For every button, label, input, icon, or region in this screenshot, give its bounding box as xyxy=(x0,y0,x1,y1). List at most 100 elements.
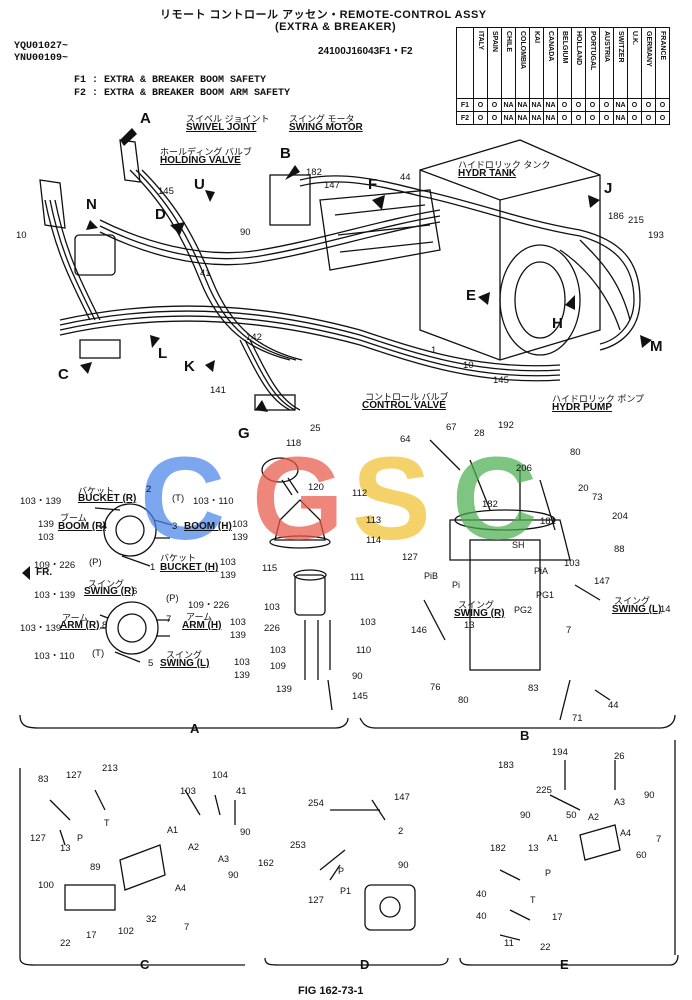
part-number-label: 89 xyxy=(90,862,101,873)
table-cell: O xyxy=(627,98,642,112)
part-number-label: 80 xyxy=(570,447,581,458)
part-number-label: 204 xyxy=(612,511,628,522)
table-cell: O xyxy=(571,111,586,125)
callout-c: C xyxy=(58,366,69,383)
swivel-joint-label: SWIVEL JOINT xyxy=(186,122,257,133)
part-number-label: 103・110 xyxy=(193,496,234,507)
callout-b: B xyxy=(280,145,291,162)
watermark-letter-3: S xyxy=(352,433,431,565)
part-number-label: 114 xyxy=(366,535,382,546)
table-cell: O xyxy=(557,111,572,125)
control-valve-label-jp: コントロール バルブ xyxy=(365,392,449,402)
control-valve-label: CONTROL VALVE xyxy=(362,400,446,411)
arm-r-label: ARM (R) xyxy=(60,620,100,631)
hydr-pump-label: HYDR PUMP xyxy=(552,402,613,413)
arm-h-label: ARM (H) xyxy=(182,620,222,631)
table-cell: NA xyxy=(501,111,516,125)
section-label-a: A xyxy=(190,721,200,736)
swing-r-label: SWING (R) xyxy=(454,608,505,619)
part-number-label: 254 xyxy=(308,798,324,809)
part-number-label: 111 xyxy=(350,572,365,583)
hose-assy-d xyxy=(330,799,386,821)
section-label-c: C xyxy=(140,957,150,972)
part-number-label: 127 xyxy=(402,552,418,563)
swivel-joint-label-jp: スイベル ジョイント xyxy=(186,114,270,124)
table-cell: NA xyxy=(515,111,530,125)
swing-r-label-jp: スイング xyxy=(458,600,495,610)
table-col-header: SWITZER xyxy=(613,27,628,99)
swing-motor-block xyxy=(269,174,311,226)
part-number-label: 182 xyxy=(482,499,498,510)
joystick-grip xyxy=(261,457,299,483)
table-cell: O xyxy=(655,111,670,125)
part-number-label: 127 xyxy=(66,770,82,781)
part-number-label: 139 xyxy=(38,519,54,530)
part-number-label: 112 xyxy=(352,488,368,499)
part-number-label: 194 xyxy=(552,747,568,758)
part-number-label: 139 xyxy=(234,670,250,681)
part-number-label: 103 xyxy=(220,557,236,568)
port-label: P xyxy=(545,868,552,878)
part-number-label: 162 xyxy=(258,858,274,869)
arm-h-label-jp: アーム xyxy=(186,612,213,622)
table-col-header: FRANCE xyxy=(655,27,670,99)
part-number-label: 7 xyxy=(656,834,662,845)
table-cell: NA xyxy=(515,98,530,112)
callout-m: M xyxy=(650,338,663,355)
part-number-label: 109 xyxy=(270,661,286,672)
part-number-label: 44 xyxy=(608,700,619,711)
swing-l-label: SWING (L) xyxy=(612,604,662,615)
part-number-label: 103 xyxy=(38,532,54,543)
f1-note: F1 : EXTRA & BREAKER BOOM SAFETY xyxy=(74,75,267,86)
part-number-label: 22 xyxy=(60,938,71,949)
table-corner-cell xyxy=(456,27,474,99)
part-number-label: 32 xyxy=(146,914,157,925)
part-number-label: 50 xyxy=(566,810,577,821)
callout-k: K xyxy=(184,358,195,375)
arrow-m xyxy=(640,335,652,348)
part-number-label: 71 xyxy=(572,713,583,724)
part-number-label: 90 xyxy=(240,827,251,838)
manifold-block-c xyxy=(119,844,166,891)
port-number: 6 xyxy=(132,586,138,597)
table-col-header: HOLLAND xyxy=(571,27,586,99)
country-applicability-table: ITALY SPAIN CHILE COLOMBIA KAI CANADA BE… xyxy=(456,27,670,125)
port-label: PiA xyxy=(534,566,549,576)
table-row: F2 O O NA NA NA NA O O O O NA O O O xyxy=(456,111,670,125)
part-number-label: 11 xyxy=(504,938,514,949)
port-number: 5 xyxy=(148,658,154,669)
joystick-boot xyxy=(274,499,326,541)
port-label: P xyxy=(77,833,84,843)
port-label: A4 xyxy=(175,883,187,893)
port-label: P1 xyxy=(340,886,352,896)
swing-l-label: SWING (L) xyxy=(160,658,210,669)
part-number-label: 80 xyxy=(458,695,469,706)
bucket-r-label-jp: バケット xyxy=(78,486,115,496)
part-number-label: 41 xyxy=(236,786,247,797)
watermark-letter-1: C xyxy=(140,433,226,565)
part-number-label: 13 xyxy=(528,843,539,854)
part-number-label: 103 xyxy=(270,645,286,656)
part-number-label: 147 xyxy=(594,576,610,587)
part-number-label: 146 xyxy=(411,625,427,636)
swing-motor-body xyxy=(469,539,541,671)
part-number-label: 2 xyxy=(398,826,404,837)
part-number-label: 193 xyxy=(648,230,664,241)
swing-l-label-jp: スイング xyxy=(166,650,203,660)
table-cell: NA xyxy=(613,98,628,112)
swing-l-number: 14 xyxy=(660,604,671,615)
table-cell: NA xyxy=(613,111,628,125)
part-number: 24100J16043F1・F2 xyxy=(318,46,413,57)
page-subtitle: (EXTRA & BREAKER) xyxy=(275,21,397,33)
port-label: SH xyxy=(512,540,525,550)
arrow-d xyxy=(170,222,185,235)
part-number-label: 215 xyxy=(628,215,644,226)
table-col-header: ITALY xyxy=(473,27,488,99)
arrow-b xyxy=(285,165,300,180)
part-number-label: 40 xyxy=(476,911,487,922)
bucket-h-label-jp: バケット xyxy=(160,553,197,563)
bracket-plate-c xyxy=(64,884,116,911)
table-header-row: ITALY SPAIN CHILE COLOMBIA KAI CANADA BE… xyxy=(456,27,670,99)
valve-body-d xyxy=(364,884,416,931)
table-col-header: U.K. xyxy=(627,27,642,99)
